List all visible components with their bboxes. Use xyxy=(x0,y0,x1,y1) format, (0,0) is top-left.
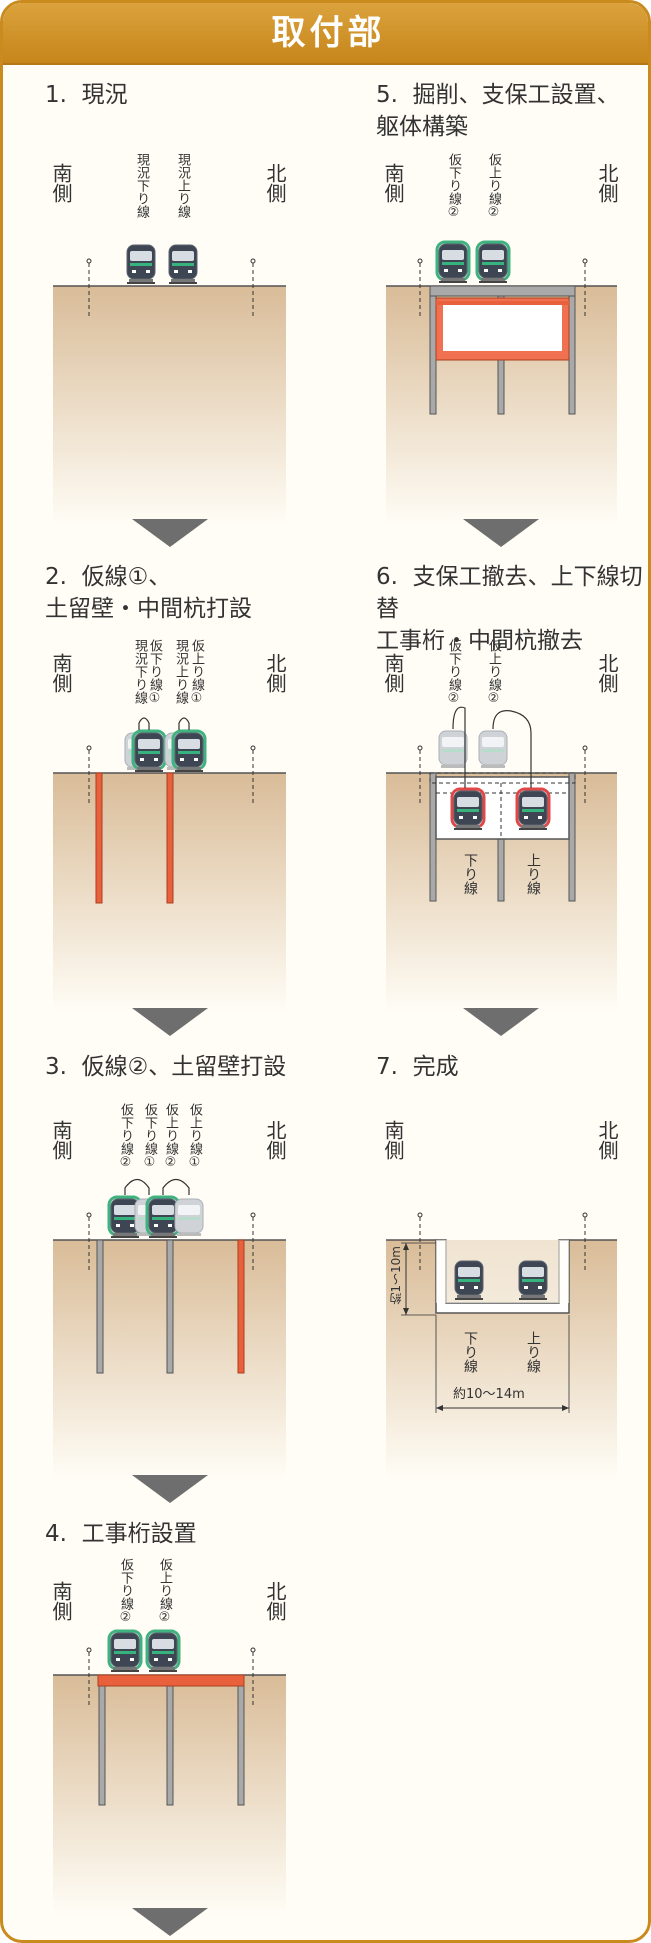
header-bar: 取付部 xyxy=(3,3,648,65)
step-7-title: 7. 完成 xyxy=(376,1054,459,1080)
north-side-label: 北側 xyxy=(595,163,619,203)
down-arrow-icon xyxy=(132,519,208,547)
train-icon xyxy=(109,1631,141,1672)
track-label: 下り線 xyxy=(462,853,478,895)
train-icon xyxy=(133,731,165,772)
north-side-label: 北側 xyxy=(263,163,287,203)
down-arrow-icon xyxy=(463,1008,539,1036)
track-label: 現況上り線 xyxy=(173,639,188,704)
step-2-title: 2. 仮線①、 土留壁・中間杭打設 xyxy=(45,564,252,622)
north-side-label: 北側 xyxy=(595,1120,619,1160)
train-icon xyxy=(174,1198,204,1237)
track-label: 仮上り線② xyxy=(486,153,501,220)
depth-dimension-label: 約1～10m xyxy=(389,1246,403,1305)
north-side-label: 北側 xyxy=(263,1120,287,1160)
step-3-title: 3. 仮線②、土留壁打設 xyxy=(45,1054,287,1080)
train-icon xyxy=(437,242,469,283)
retaining-wall xyxy=(237,1674,245,1806)
track-label: 仮上り線② xyxy=(163,1103,178,1170)
retaining-wall xyxy=(429,285,437,415)
track-label: 仮下り線② xyxy=(446,153,461,220)
train-icon xyxy=(126,244,156,285)
page-title: 取付部 xyxy=(271,13,386,53)
south-side-label: 南側 xyxy=(49,653,73,693)
train-icon xyxy=(147,1631,179,1672)
south-side-label: 南側 xyxy=(49,1581,73,1621)
step-2-diagram xyxy=(53,717,286,1036)
step-5-title: 5. 掘削、支保工設置、 躯体構築 xyxy=(376,82,620,140)
train-icon xyxy=(478,730,508,769)
retaining-wall xyxy=(95,772,103,904)
train-icon xyxy=(438,730,468,769)
diagram-canvas xyxy=(53,3,617,1936)
down-arrow-icon xyxy=(132,1008,208,1036)
track-label: 現況下り線 xyxy=(132,639,147,704)
south-side-label: 南側 xyxy=(381,1120,405,1160)
step-5-diagram xyxy=(386,242,617,547)
step-4-title: 4. 工事桁設置 xyxy=(45,1521,197,1547)
south-side-label: 南側 xyxy=(381,163,405,203)
retaining-wall xyxy=(96,1239,104,1374)
step-6-diagram xyxy=(386,706,617,1036)
removed-girder xyxy=(429,772,576,784)
train-icon xyxy=(518,1260,548,1301)
down-arrow-icon xyxy=(463,519,539,547)
track-label: 現況下り線 xyxy=(134,153,149,218)
track-label: 仮上り線① xyxy=(187,1103,202,1170)
south-side-label: 南側 xyxy=(49,163,73,203)
north-side-label: 北側 xyxy=(595,653,619,693)
north-side-label: 北側 xyxy=(263,1581,287,1621)
step-1-diagram xyxy=(53,244,286,547)
train-icon xyxy=(452,789,484,830)
step-1-title: 1. 現況 xyxy=(45,82,128,108)
step-6-title: 6. 支保工撤去、上下線切替 工事桁・中間杭撤去 xyxy=(376,564,643,654)
step-3-diagram xyxy=(53,1178,286,1503)
intermediate-pile xyxy=(497,838,505,902)
track-label: 上り線 xyxy=(525,1331,541,1373)
train-icon xyxy=(168,244,198,285)
width-dimension-label: 約10～14m xyxy=(453,1387,525,1402)
track-label: 現況上り線 xyxy=(175,153,190,218)
intermediate-pile xyxy=(166,772,174,904)
track-label: 仮下り線① xyxy=(147,639,162,706)
train-icon xyxy=(517,789,549,830)
retaining-wall xyxy=(568,772,576,902)
step-4-diagram xyxy=(53,1631,286,1936)
train-icon xyxy=(454,1260,484,1301)
soil-block xyxy=(53,286,286,526)
down-arrow-icon xyxy=(132,1475,208,1503)
construction-girder xyxy=(429,285,576,297)
track-label: 上り線 xyxy=(525,853,541,895)
retaining-wall xyxy=(237,1239,245,1374)
construction-girder xyxy=(97,1674,245,1687)
retaining-wall xyxy=(429,772,437,902)
track-label: 下り線 xyxy=(462,1331,478,1373)
down-arrow-icon xyxy=(132,1908,208,1936)
step-7-diagram xyxy=(386,1212,617,1480)
track-label: 仮下り線② xyxy=(446,639,461,706)
track-label: 仮下り線① xyxy=(142,1103,157,1170)
retaining-wall xyxy=(568,285,576,415)
track-label: 仮下り線② xyxy=(118,1103,133,1170)
track-label: 仮上り線② xyxy=(486,639,501,706)
north-side-label: 北側 xyxy=(263,653,287,693)
train-icon xyxy=(173,731,205,772)
train-icon xyxy=(147,1197,179,1238)
track-label: 仮上り線② xyxy=(157,1558,172,1625)
retaining-wall xyxy=(98,1674,106,1806)
track-label: 仮上り線① xyxy=(189,639,204,706)
train-icon xyxy=(477,242,509,283)
track-label: 仮下り線② xyxy=(118,1558,133,1625)
intermediate-pile xyxy=(166,1674,174,1806)
south-side-label: 南側 xyxy=(49,1120,73,1160)
south-side-label: 南側 xyxy=(381,653,405,693)
intermediate-pile xyxy=(166,1239,174,1374)
